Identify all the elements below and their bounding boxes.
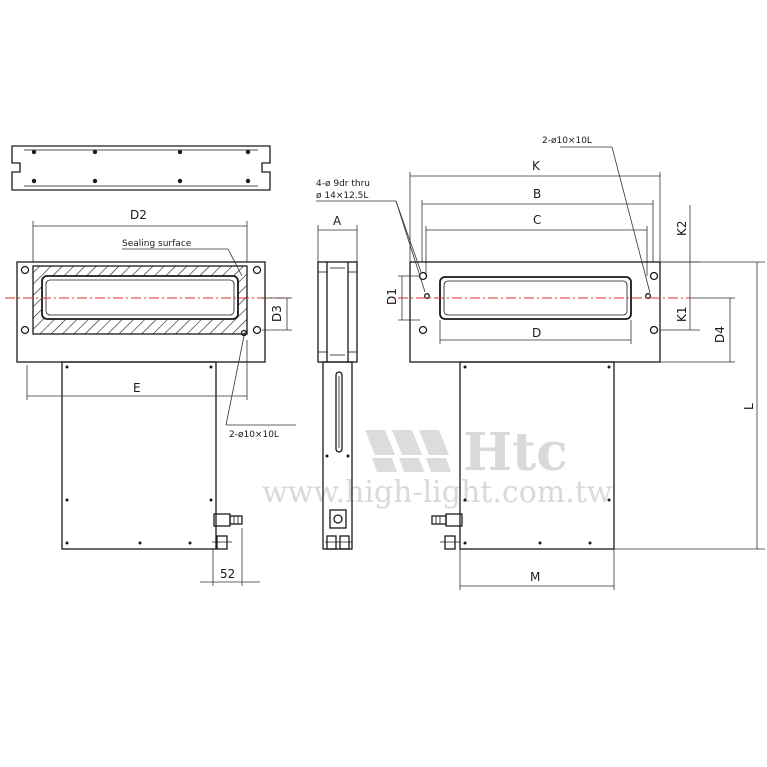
dim-m-label: M — [530, 570, 540, 584]
dim-d1-label: D1 — [385, 288, 399, 305]
hole-callout-right: 2-ø10×10L — [542, 136, 592, 146]
sealing-surface-label: Sealing surface — [122, 239, 192, 249]
top-plan-view — [11, 145, 271, 191]
dim-d4-label: D4 — [713, 326, 727, 343]
watermark-logo: Htc — [463, 422, 568, 483]
right-front-view: K B C D D1 K2 — [316, 136, 765, 590]
watermark: Htc www.high-light.com.tw — [262, 422, 613, 510]
dim-b-label: B — [533, 187, 541, 201]
hole-callout-left: 2-ø10×10L — [229, 430, 279, 440]
thru-hole-callout-line2: ø 14×12.5L — [316, 191, 368, 201]
dim-d-label: D — [532, 326, 541, 340]
side-view: A — [317, 214, 358, 550]
dim-a-label: A — [333, 214, 342, 228]
dim-l-label: L — [742, 403, 756, 410]
dim-d2-label: D2 — [130, 208, 147, 222]
dim-d3-label: D3 — [270, 305, 284, 322]
left-front-view: D2 Sealing surface D3 — [5, 208, 296, 586]
dim-k1-label: K1 — [675, 306, 689, 322]
dim-k2-label: K2 — [675, 220, 689, 236]
dim-k-label: K — [532, 159, 541, 173]
dim-52-label: 52 — [220, 567, 235, 581]
dim-e-label: E — [133, 381, 141, 395]
watermark-url: www.high-light.com.tw — [262, 475, 613, 510]
thru-hole-callout-line1: 4-ø 9dr thru — [316, 179, 370, 189]
dim-c-label: C — [533, 213, 541, 227]
watermark-logo-mark — [365, 430, 451, 472]
